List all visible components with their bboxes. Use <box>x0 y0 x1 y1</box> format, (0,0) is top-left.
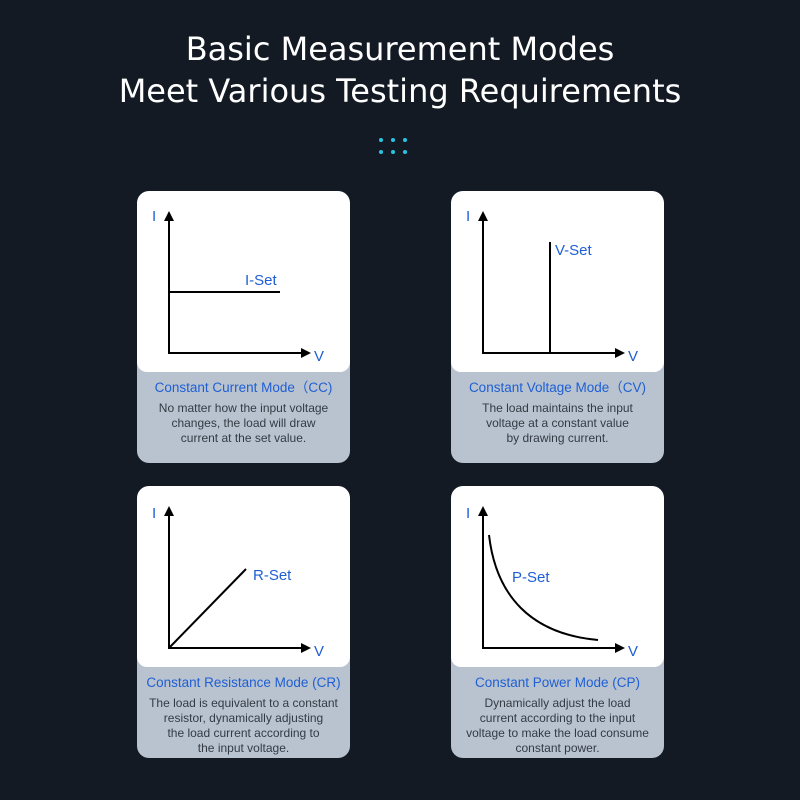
description-line: voltage at a constant value <box>486 416 629 430</box>
iv-graph: I V R-Set <box>152 505 324 660</box>
set-label: R-Set <box>253 567 292 584</box>
description-line: by drawing current. <box>506 431 609 445</box>
iv-graph: I V P-Set <box>466 505 638 660</box>
page-title: Basic Measurement Modes Meet Various Tes… <box>0 28 800 112</box>
description-line: changes, the load will draw <box>171 416 316 430</box>
mode-title: Constant Power Mode (CP) <box>474 675 641 690</box>
x-axis-arrow-icon <box>615 643 625 653</box>
dot <box>391 150 395 154</box>
card-constant-voltage: I V V-Set Constant Voltage Mode（CV) The … <box>451 191 664 463</box>
dot <box>379 138 383 142</box>
description-line: No matter how the input voltage <box>158 401 329 415</box>
description-line: The load is equivalent to a constant <box>149 696 338 710</box>
card-constant-current: I V I-Set Constant Current Mode（CC) No m… <box>137 191 350 463</box>
card-constant-power: I V P-Set Constant Power Mode (CP) Dynam… <box>451 486 664 758</box>
mode-description: Dynamically adjust the load current acco… <box>451 696 664 756</box>
mode-title: Constant Voltage Mode（CV) <box>468 380 647 395</box>
dot <box>391 138 395 142</box>
caption: Constant Resistance Mode (CR) The load i… <box>137 674 350 756</box>
caption: Constant Voltage Mode（CV) The load maint… <box>451 379 664 446</box>
x-axis-label: V <box>314 348 324 365</box>
y-axis-label: I <box>466 505 470 522</box>
x-axis-label: V <box>628 643 638 660</box>
mode-description: The load is equivalent to a constant res… <box>137 696 350 756</box>
y-axis-arrow-icon <box>164 211 174 221</box>
y-axis-label: I <box>152 208 156 225</box>
y-axis-arrow-icon <box>478 211 488 221</box>
caption: Constant Current Mode（CC) No matter how … <box>137 379 350 446</box>
x-axis-arrow-icon <box>615 348 625 358</box>
mode-description: The load maintains the input voltage at … <box>451 401 664 446</box>
description-line: Dynamically adjust the load <box>484 696 631 710</box>
description-line: current at the set value. <box>180 431 307 445</box>
decorative-dots <box>377 136 411 158</box>
graph-area <box>451 486 664 667</box>
set-label: I-Set <box>245 272 278 289</box>
mode-title: Constant Current Mode（CC) <box>154 380 333 395</box>
description-line: current according to the input <box>479 711 636 725</box>
y-axis-label: I <box>466 208 470 225</box>
description-line: constant power. <box>515 741 600 755</box>
set-label: P-Set <box>512 569 550 586</box>
mode-description: No matter how the input voltage changes,… <box>137 401 350 446</box>
graph-area <box>137 191 350 372</box>
caption: Constant Power Mode (CP) Dynamically adj… <box>451 674 664 756</box>
graph-area <box>137 486 350 667</box>
iv-graph: I V I-Set <box>152 208 324 365</box>
dot <box>403 150 407 154</box>
x-axis-label: V <box>628 348 638 365</box>
description-line: resistor, dynamically adjusting <box>163 711 324 725</box>
x-axis-arrow-icon <box>301 643 311 653</box>
graph-area <box>451 191 664 372</box>
card-constant-resistance: I V R-Set Constant Resistance Mode (CR) … <box>137 486 350 758</box>
title-line-2: Meet Various Testing Requirements <box>118 72 682 110</box>
title-line-1: Basic Measurement Modes <box>185 30 615 68</box>
mode-title: Constant Resistance Mode (CR) <box>146 675 341 690</box>
y-axis-label: I <box>152 505 156 522</box>
description-line: the input voltage. <box>197 741 290 755</box>
x-axis-label: V <box>314 643 324 660</box>
set-label: V-Set <box>555 242 593 259</box>
dot <box>403 138 407 142</box>
y-axis-arrow-icon <box>478 506 488 516</box>
description-line: voltage to make the load consume <box>466 726 649 740</box>
iv-curve <box>488 534 599 641</box>
x-axis-arrow-icon <box>301 348 311 358</box>
description-line: The load maintains the input <box>482 401 633 415</box>
iv-curve <box>168 568 247 649</box>
dot <box>379 150 383 154</box>
iv-graph: I V V-Set <box>466 208 638 365</box>
y-axis-arrow-icon <box>164 506 174 516</box>
description-line: the load current according to <box>167 726 320 740</box>
